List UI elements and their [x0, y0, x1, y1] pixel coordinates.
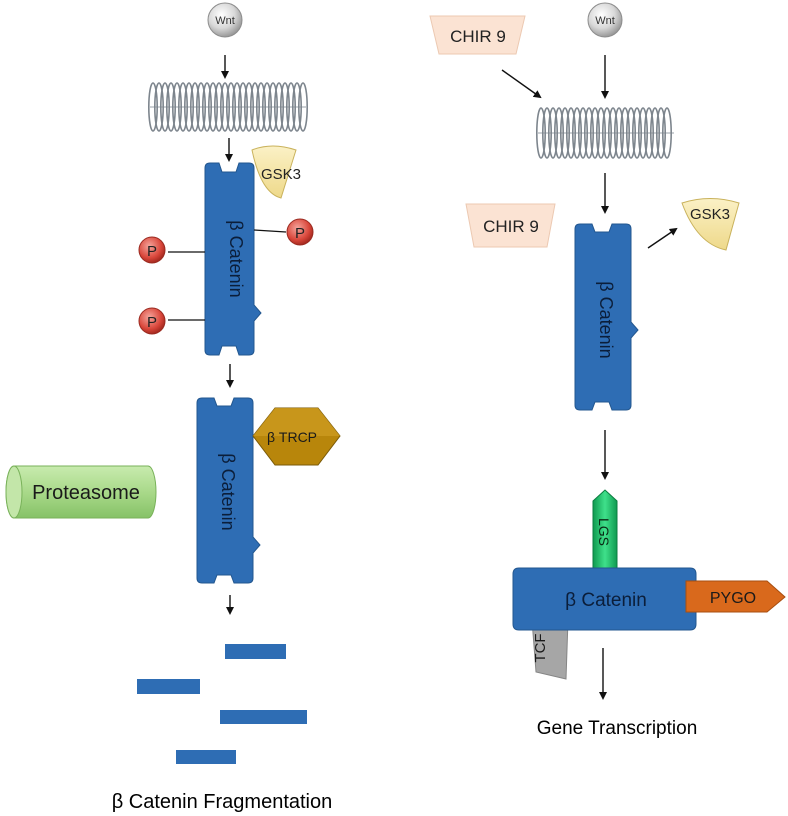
receptor-coil: [631, 107, 642, 159]
receptor-coil: [297, 82, 308, 132]
receptor-coil: [226, 82, 237, 132]
pygo-label: PYGO: [710, 590, 756, 607]
phospho-label-3: P: [147, 314, 157, 331]
wnt-ligand-left: Wnt: [207, 2, 243, 38]
receptor-coil: [285, 82, 296, 132]
receptor-coil: [232, 82, 243, 132]
receptor-coil: [279, 82, 290, 132]
receptor-coil: [661, 107, 672, 159]
beta-catenin-ubiquitinated: β Catenin: [196, 397, 261, 584]
receptor-coil: [172, 82, 183, 132]
left-caption: β Catenin Fragmentation: [112, 791, 333, 813]
gsk3-label-right: GSK3: [690, 206, 730, 223]
receptor-coil: [601, 107, 612, 159]
membrane-receptor-right: [535, 107, 674, 159]
fragment-4: [176, 750, 236, 764]
receptor-coil: [535, 107, 546, 159]
receptor-coil: [583, 107, 594, 159]
wnt-label-left: Wnt: [215, 15, 235, 27]
chir-label-mid: CHIR 9: [483, 217, 539, 236]
transcription-complex: LGS TCF β Catenin PYGO: [512, 489, 786, 680]
receptor-coil: [273, 82, 284, 132]
receptor-coil: [208, 82, 219, 132]
tcf: TCF: [531, 619, 569, 680]
right-pathway: CHIR 9 Wnt CHIR 9 β Catenin GSK3: [429, 2, 786, 739]
receptor-coil: [649, 107, 660, 159]
fragment-1: [225, 644, 286, 659]
catenin-fragments: [137, 644, 307, 764]
lgs-label: LGS: [596, 518, 612, 546]
left-pathway: Wnt β Catenin GSK3 P P P: [5, 2, 341, 813]
receptor-coil: [619, 107, 630, 159]
proteasome: Proteasome: [5, 465, 157, 519]
receptor-coil: [220, 82, 231, 132]
receptor-coil: [637, 107, 648, 159]
receptor-coil: [261, 82, 272, 132]
gsk3-label-left: GSK3: [261, 166, 301, 183]
receptor-coil: [196, 82, 207, 132]
arrow-catenin-releases-gsk3: [647, 227, 678, 249]
receptor-coil: [160, 82, 171, 132]
receptor-coil: [553, 107, 564, 159]
fragment-2: [137, 679, 200, 694]
catenin-label-left-1: β Catenin: [226, 220, 246, 297]
receptor-coil: [184, 82, 195, 132]
beta-catenin-phosphorylated: β Catenin: [204, 162, 262, 356]
receptor-coil: [238, 82, 249, 132]
fragment-3: [220, 710, 307, 724]
beta-catenin-stabilized: β Catenin: [574, 223, 639, 411]
catenin-label-left-2: β Catenin: [218, 453, 238, 530]
receptor-coil: [559, 107, 570, 159]
receptor-coil: [291, 82, 302, 132]
gsk3-right: GSK3: [681, 198, 740, 251]
receptor-coil: [166, 82, 177, 132]
trcp-label: β TRCP: [267, 429, 317, 445]
tcf-label: TCF: [532, 633, 549, 662]
pygo: PYGO: [685, 580, 786, 613]
complex-catenin-label: β Catenin: [565, 590, 647, 611]
receptor-coil: [643, 107, 654, 159]
chir-inhibitor-top: CHIR 9: [429, 15, 526, 55]
beta-catenin-nuclear: β Catenin: [512, 567, 697, 631]
chir-label-top: CHIR 9: [450, 27, 506, 46]
receptor-coil: [541, 107, 552, 159]
receptor-coil: [244, 82, 255, 132]
receptor-coil: [214, 82, 225, 132]
wnt-ligand-right: Wnt: [587, 2, 623, 38]
right-caption: Gene Transcription: [537, 718, 698, 739]
catenin-label-right: β Catenin: [596, 281, 616, 358]
receptor-coil: [571, 107, 582, 159]
receptor-coil: [595, 107, 606, 159]
receptor-coil: [148, 82, 159, 132]
beta-trcp: β TRCP: [252, 407, 341, 466]
receptor-coil: [565, 107, 576, 159]
wnt-label-right: Wnt: [595, 15, 615, 27]
phosphate-group-3: P: [138, 307, 205, 335]
receptor-coil: [154, 82, 165, 132]
chir-inhibitor-mid: CHIR 9: [465, 203, 556, 248]
receptor-coil: [547, 107, 558, 159]
receptor-coil: [613, 107, 624, 159]
arrow-chir-to-receptor: [501, 69, 542, 99]
receptor-coil: [267, 82, 278, 132]
receptor-coil: [202, 82, 213, 132]
receptor-coil: [577, 107, 588, 159]
gsk3-left: GSK3: [251, 145, 301, 199]
receptor-coil: [625, 107, 636, 159]
receptor-coil: [655, 107, 666, 159]
proteasome-label: Proteasome: [32, 482, 140, 504]
lgs: LGS: [592, 489, 618, 579]
receptor-coil: [178, 82, 189, 132]
receptor-coil: [190, 82, 201, 132]
receptor-coil: [250, 82, 261, 132]
phosphate-group-2: P: [253, 218, 314, 246]
receptor-coil: [607, 107, 618, 159]
receptor-coil: [255, 82, 266, 132]
phosphate-group-1: P: [138, 236, 205, 264]
phospho-label-2: P: [295, 225, 305, 242]
phospho-label-1: P: [147, 243, 157, 260]
receptor-coil: [589, 107, 600, 159]
membrane-receptor-left: [148, 82, 308, 132]
